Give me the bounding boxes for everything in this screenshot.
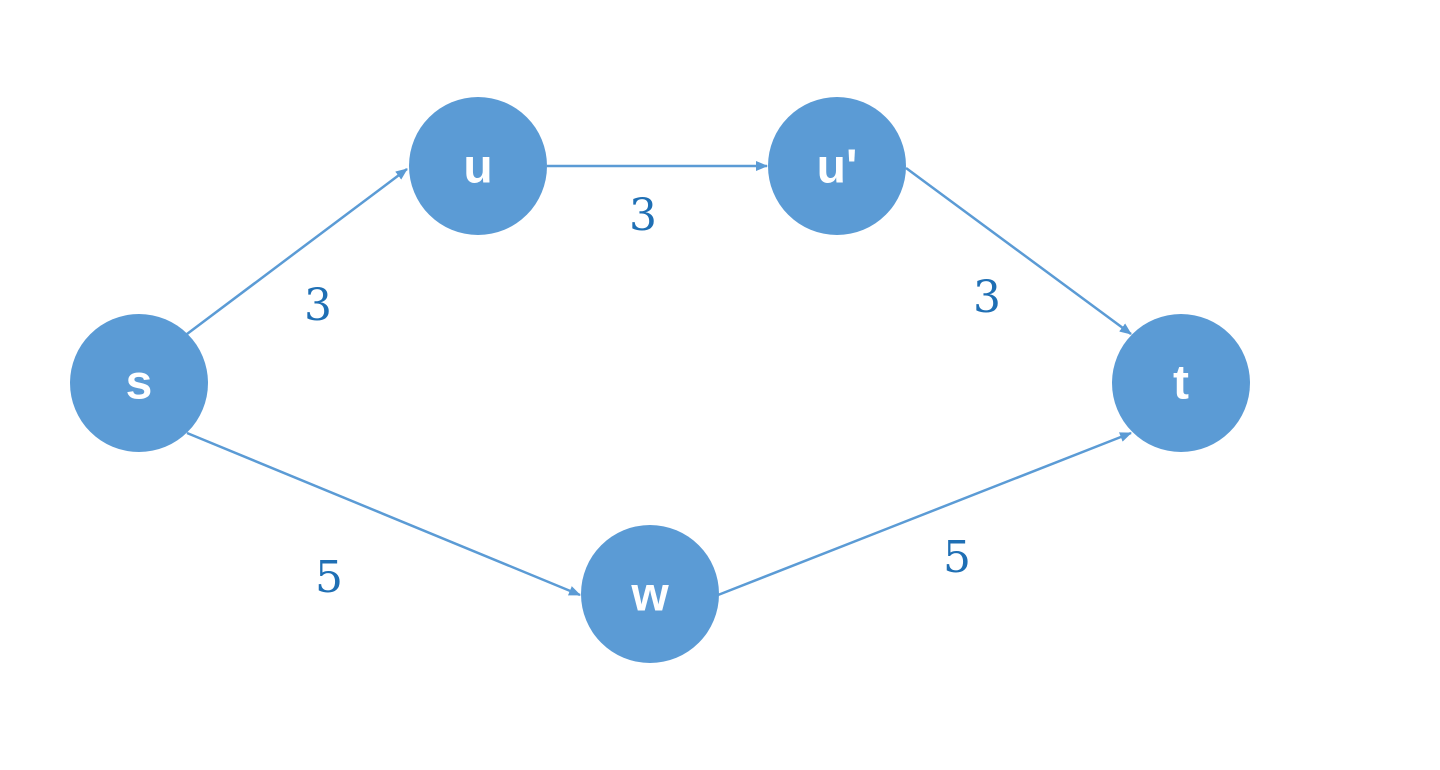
edge-weight-s-to-u: 3: [304, 280, 332, 331]
node-u: u: [409, 97, 547, 235]
edge-w-to-t: [717, 431, 1132, 597]
node-w: w: [581, 525, 719, 663]
edge-u-prime-to-t: [905, 166, 1132, 336]
node-s-label: s: [126, 357, 153, 410]
node-s: s: [70, 314, 208, 452]
edge-weight-s-to-w: 5: [315, 552, 343, 603]
node-u-label: u: [463, 141, 492, 194]
edge-s-to-w: [186, 431, 581, 597]
node-t-label: t: [1173, 357, 1189, 410]
edge-weight-u-to-u-prime: 3: [629, 190, 657, 241]
node-t: t: [1112, 314, 1250, 452]
node-u-prime: u': [768, 97, 906, 235]
node-u-prime-label: u': [817, 141, 858, 194]
edge-s-to-u: [186, 168, 408, 335]
edge-weight-u-prime-to-t: 3: [973, 272, 1001, 323]
edge-weight-w-to-t: 5: [943, 532, 971, 583]
node-w-label: w: [630, 569, 669, 622]
